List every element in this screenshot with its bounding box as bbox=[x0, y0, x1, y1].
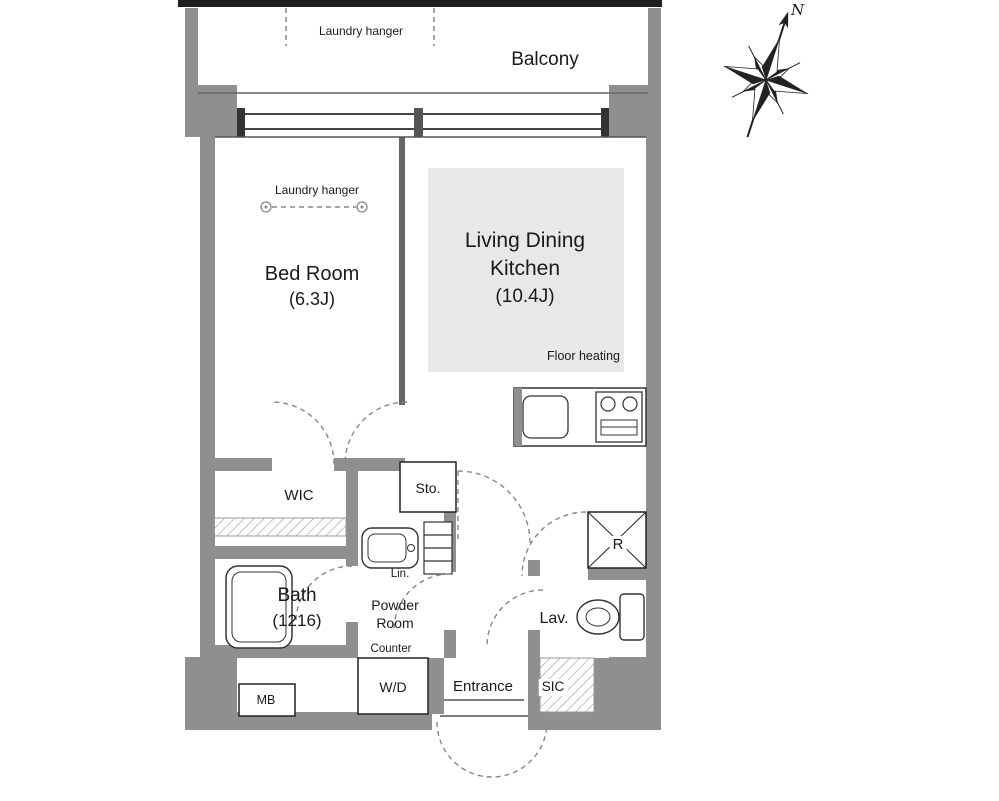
counter-label: Counter bbox=[370, 643, 412, 655]
window-end-left bbox=[237, 108, 245, 137]
refrigerator-door-arc bbox=[521, 511, 587, 577]
storage-label: Sto. bbox=[415, 480, 441, 496]
washer-dryer-label: W/D bbox=[379, 679, 407, 695]
ldk-door-arc bbox=[344, 401, 408, 465]
floor-heating-area bbox=[428, 168, 624, 372]
linen-label: Lin. bbox=[390, 568, 410, 580]
powder-room-name: Powder Room bbox=[371, 597, 419, 631]
floor-heating-label: Floor heating bbox=[547, 349, 620, 363]
lavatory-door-arc bbox=[486, 589, 544, 647]
balcony-label: Balcony bbox=[511, 49, 579, 70]
meter-box-label: MB bbox=[256, 693, 276, 707]
window-end-right bbox=[601, 108, 609, 137]
storage-box bbox=[399, 461, 457, 513]
kitchen-sink-icon bbox=[522, 395, 569, 439]
top-boundary-bar bbox=[178, 0, 662, 7]
ldk-name: Living Dining Kitchen bbox=[464, 229, 586, 280]
hall-ldk-door-arc bbox=[457, 470, 531, 544]
lavatory-label: Lav. bbox=[539, 610, 569, 627]
wic-hatch bbox=[213, 517, 347, 537]
entrance-label: Entrance bbox=[452, 678, 514, 695]
bathtub-icon bbox=[225, 565, 293, 649]
shoe-closet-label: SIC bbox=[538, 679, 568, 696]
refrigerator-label: R bbox=[609, 536, 627, 555]
kitchen-counter-end bbox=[514, 388, 522, 446]
door-swing-arcs bbox=[271, 401, 587, 778]
bath-name: Bath bbox=[277, 585, 317, 606]
washer-dryer-box bbox=[357, 657, 429, 715]
entrance-step-lines bbox=[440, 699, 528, 717]
north-arrowhead bbox=[778, 11, 789, 29]
bath-door-arc bbox=[295, 565, 353, 623]
toilet-icon bbox=[576, 593, 645, 641]
meter-box-outline bbox=[238, 683, 296, 717]
bedroom-name: Bed Room bbox=[264, 263, 360, 285]
balcony-laundry-hanger-label: Laundry hanger bbox=[318, 24, 404, 38]
fixture-boxes bbox=[238, 461, 647, 717]
bedroom-laundry-hanger-label: Laundry hanger bbox=[274, 183, 360, 197]
balcony-laundry-hanger-icon bbox=[285, 8, 435, 46]
compass-rose bbox=[723, 11, 809, 138]
wic-label: WIC bbox=[284, 487, 314, 504]
bedroom-ldk-divider-wall bbox=[399, 137, 405, 405]
powder-room-door-arc bbox=[393, 573, 451, 631]
bedroom-laundry-hanger-icon bbox=[260, 201, 368, 213]
bath-size: (1216) bbox=[272, 611, 322, 630]
bedroom-door-arc bbox=[271, 401, 335, 465]
ldk-size: (10.4J) bbox=[495, 286, 555, 307]
washbasin-icon bbox=[361, 527, 419, 569]
kitchen-counter bbox=[513, 387, 647, 447]
window-mid-post bbox=[414, 108, 423, 137]
compass-north-label: N bbox=[791, 1, 805, 19]
linen-shelf-icon bbox=[423, 521, 453, 575]
walls bbox=[185, 8, 661, 730]
entrance-door-arc bbox=[436, 721, 548, 778]
bedroom-size: (6.3J) bbox=[288, 289, 336, 309]
